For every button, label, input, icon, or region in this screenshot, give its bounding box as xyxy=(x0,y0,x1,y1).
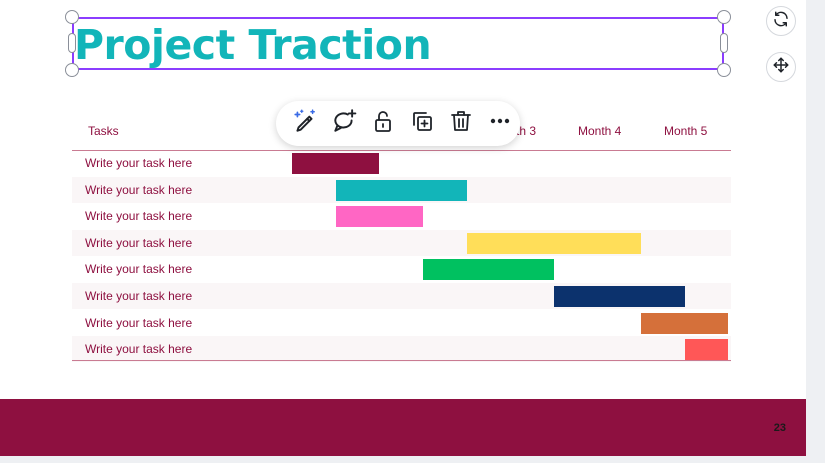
slide-title[interactable]: Project Traction xyxy=(74,21,432,69)
gantt-bar[interactable] xyxy=(292,153,380,174)
resize-handle-bottom-right[interactable] xyxy=(717,63,731,77)
gantt-bar[interactable] xyxy=(641,312,729,334)
gantt-row[interactable]: Write your task here xyxy=(72,176,731,203)
gantt-bar[interactable] xyxy=(422,259,554,281)
rotate-icon xyxy=(772,10,790,33)
task-label[interactable]: Write your task here xyxy=(85,182,193,197)
header-month-3: th 3 xyxy=(516,124,537,138)
more-options-icon xyxy=(488,109,512,138)
task-label[interactable]: Write your task here xyxy=(85,156,193,170)
gantt-row[interactable]: Write your task here xyxy=(72,336,731,363)
add-comment-button[interactable] xyxy=(324,104,363,144)
gantt-bar[interactable] xyxy=(335,179,467,201)
gantt-header: Tasks th 3 Month 4 Month 5 xyxy=(72,118,731,151)
unlock-icon xyxy=(371,108,395,139)
footer-band: 23 xyxy=(0,399,806,456)
floating-toolbar xyxy=(276,101,520,146)
task-label[interactable]: Write your task here xyxy=(85,342,193,357)
task-label[interactable]: Write your task here xyxy=(85,235,193,250)
delete-icon xyxy=(449,108,473,139)
gantt-row[interactable]: Write your task here xyxy=(72,229,731,256)
header-month-4: Month 4 xyxy=(578,124,622,138)
gantt-bar[interactable] xyxy=(553,286,685,307)
unlock-button[interactable] xyxy=(363,104,402,144)
gantt-row[interactable]: Write your task here xyxy=(72,203,731,229)
gantt-row[interactable]: Write your task here xyxy=(72,283,731,309)
resize-handle-bottom-left[interactable] xyxy=(65,63,79,77)
magic-edit-button[interactable] xyxy=(285,104,324,144)
resize-handle-left[interactable] xyxy=(68,33,76,53)
gantt-row[interactable]: Write your task here xyxy=(72,150,731,176)
resize-handle-top-left[interactable] xyxy=(65,10,79,24)
selection-box xyxy=(72,17,724,70)
resize-handle-top-right[interactable] xyxy=(717,10,731,24)
task-label[interactable]: Write your task here xyxy=(85,209,193,224)
move-button[interactable] xyxy=(766,52,796,82)
magic-edit-icon xyxy=(292,108,318,139)
task-label[interactable]: Write your task here xyxy=(85,315,193,330)
gantt-bar[interactable] xyxy=(466,232,642,254)
gantt-bar[interactable] xyxy=(684,339,729,361)
slide-canvas[interactable]: Project Traction Tasks th 3 Month 4 Mont… xyxy=(0,0,806,456)
add-comment-icon xyxy=(331,108,357,139)
task-label[interactable]: Write your task here xyxy=(85,289,193,303)
task-label[interactable]: Write your task here xyxy=(85,262,193,277)
editor-gutter xyxy=(806,0,825,463)
resize-handle-right[interactable] xyxy=(720,33,728,53)
gantt-row[interactable]: Write your task here xyxy=(72,310,731,336)
rotate-button[interactable] xyxy=(766,6,796,36)
header-month-5: Month 5 xyxy=(664,124,708,138)
gantt-bar[interactable] xyxy=(335,206,423,228)
gantt-bottom-rule xyxy=(72,360,731,361)
gantt-row[interactable]: Write your task here xyxy=(72,256,731,282)
move-icon xyxy=(772,56,790,79)
page-number: 23 xyxy=(773,422,786,434)
delete-button[interactable] xyxy=(442,104,481,144)
more-options-button[interactable] xyxy=(481,104,520,144)
header-tasks: Tasks xyxy=(88,124,119,138)
duplicate-button[interactable] xyxy=(403,104,442,144)
duplicate-icon xyxy=(410,109,434,138)
